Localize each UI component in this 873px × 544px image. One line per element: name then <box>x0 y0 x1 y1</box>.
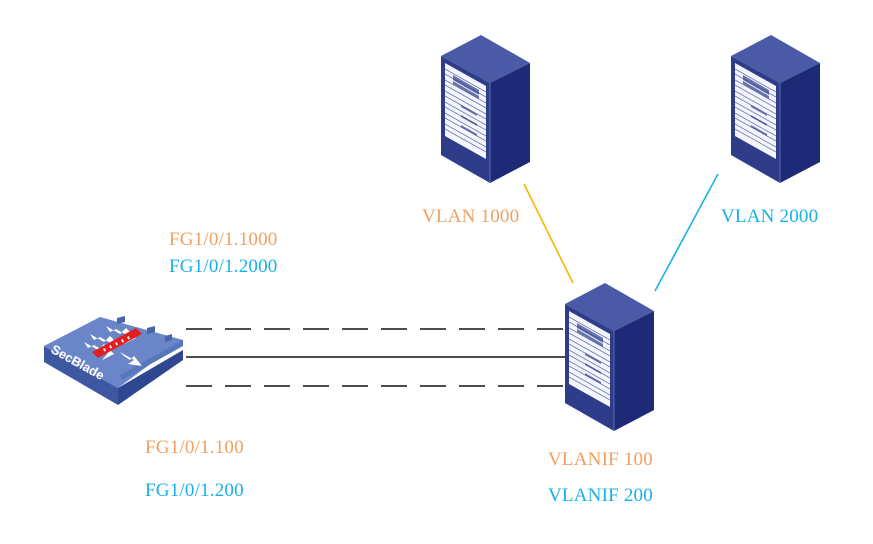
label-vlan-1000: VLAN 1000 <box>422 206 520 227</box>
server-vlan2000-icon[interactable] <box>730 34 821 184</box>
label-vlanif-100: VLANIF 100 <box>548 449 653 470</box>
link-vlan1000 <box>523 183 574 284</box>
secblade-icon[interactable]: SecBlade <box>44 316 183 405</box>
label-fg-200: FG1/0/1.200 <box>145 480 244 501</box>
label-fg-2000: FG1/0/1.2000 <box>169 256 278 277</box>
link-vlan2000 <box>654 173 719 292</box>
core-switch-icon[interactable] <box>564 282 655 432</box>
label-fg-100: FG1/0/1.100 <box>145 437 244 458</box>
label-vlanif-200: VLANIF 200 <box>548 485 653 506</box>
label-fg-1000: FG1/0/1.1000 <box>169 229 278 250</box>
server-vlan1000-icon[interactable] <box>440 34 531 184</box>
label-vlan-2000: VLAN 2000 <box>721 206 819 227</box>
